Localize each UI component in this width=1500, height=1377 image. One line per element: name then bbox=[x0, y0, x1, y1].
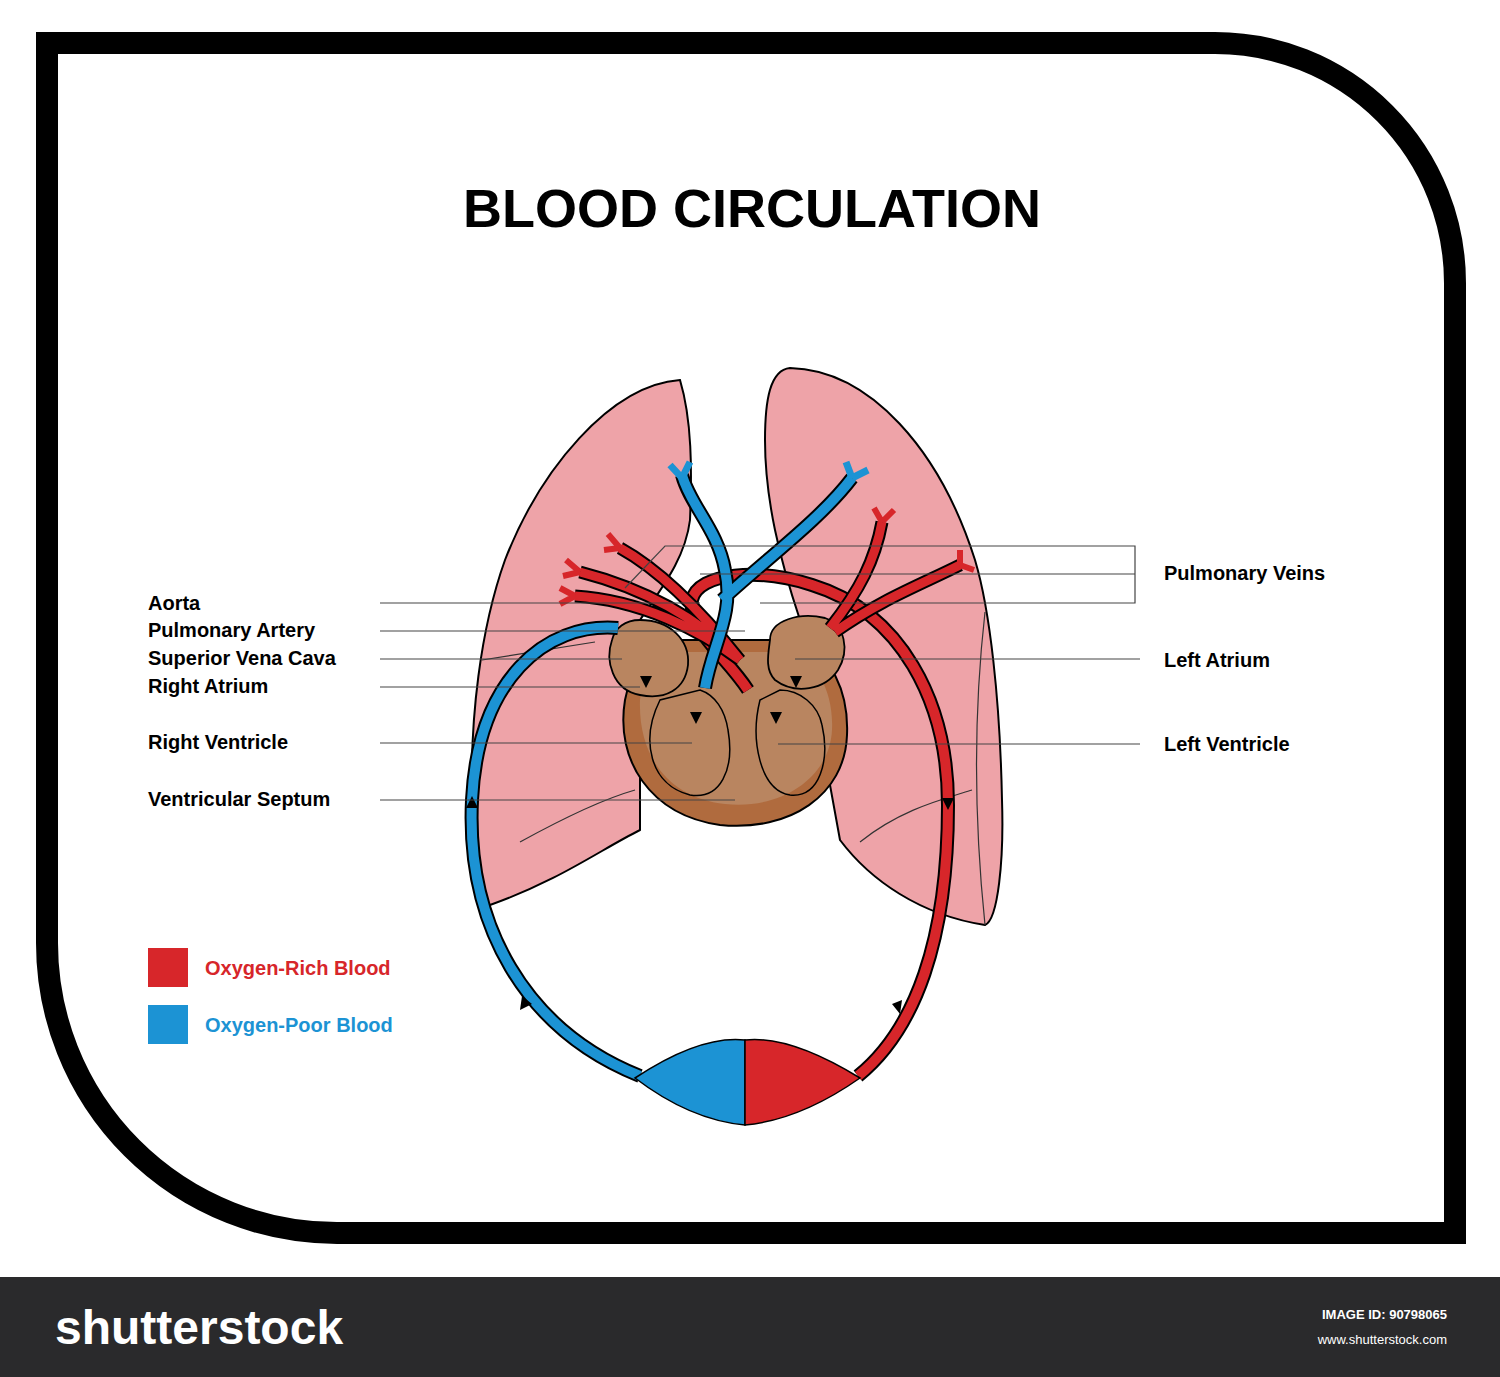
part-label: Right Atrium bbox=[148, 675, 268, 698]
flow-arrow bbox=[466, 676, 954, 1014]
pulmonary-vein-vessel bbox=[575, 522, 960, 660]
leader-line bbox=[380, 603, 745, 800]
leader-bracket bbox=[625, 546, 1135, 603]
vessel-outline bbox=[575, 522, 960, 660]
capillary-bed-poor bbox=[635, 1039, 745, 1125]
watermark-logo: shutterstock bbox=[55, 1300, 343, 1355]
vessel-outline bbox=[682, 475, 852, 688]
part-label: Aorta bbox=[148, 592, 200, 615]
frame-border bbox=[47, 43, 1455, 1233]
leader-line bbox=[778, 659, 1140, 744]
pulmonary-artery-vessel bbox=[682, 475, 852, 688]
artery-fork bbox=[670, 462, 868, 478]
part-label: Ventricular Septum bbox=[148, 788, 330, 811]
vessel-outline bbox=[472, 628, 640, 1076]
legend-label: Oxygen-Rich Blood bbox=[205, 957, 391, 980]
diagram-title: BLOOD CIRCULATION bbox=[463, 177, 1041, 239]
part-label: Left Atrium bbox=[1164, 649, 1270, 672]
left-lung bbox=[472, 380, 691, 905]
legend-entry: Oxygen-Poor Blood bbox=[148, 1005, 548, 1045]
part-label: Pulmonary Artery bbox=[148, 619, 315, 642]
part-label: Pulmonary Veins bbox=[1164, 562, 1325, 585]
watermark-text: IMAGE ID: 90798065 bbox=[1322, 1308, 1447, 1323]
background bbox=[0, 0, 1500, 1277]
legend-swatch bbox=[148, 1005, 188, 1044]
part-label: Right Ventricle bbox=[148, 731, 288, 754]
part-label: Left Ventricle bbox=[1164, 733, 1290, 756]
footer-bar bbox=[0, 1277, 1500, 1377]
capillary-bed-rich bbox=[745, 1039, 860, 1125]
watermark-text: www.shutterstock.com bbox=[1318, 1333, 1447, 1348]
legend-entry: Oxygen-Rich Blood bbox=[148, 948, 548, 988]
legend-label: Oxygen-Poor Blood bbox=[205, 1014, 393, 1037]
right-lung bbox=[765, 368, 1002, 925]
vena-cava-vessel bbox=[472, 628, 640, 1076]
part-label: Superior Vena Cava bbox=[148, 647, 336, 670]
left-ventricle-shape bbox=[756, 690, 824, 795]
legend-swatch bbox=[148, 948, 188, 987]
